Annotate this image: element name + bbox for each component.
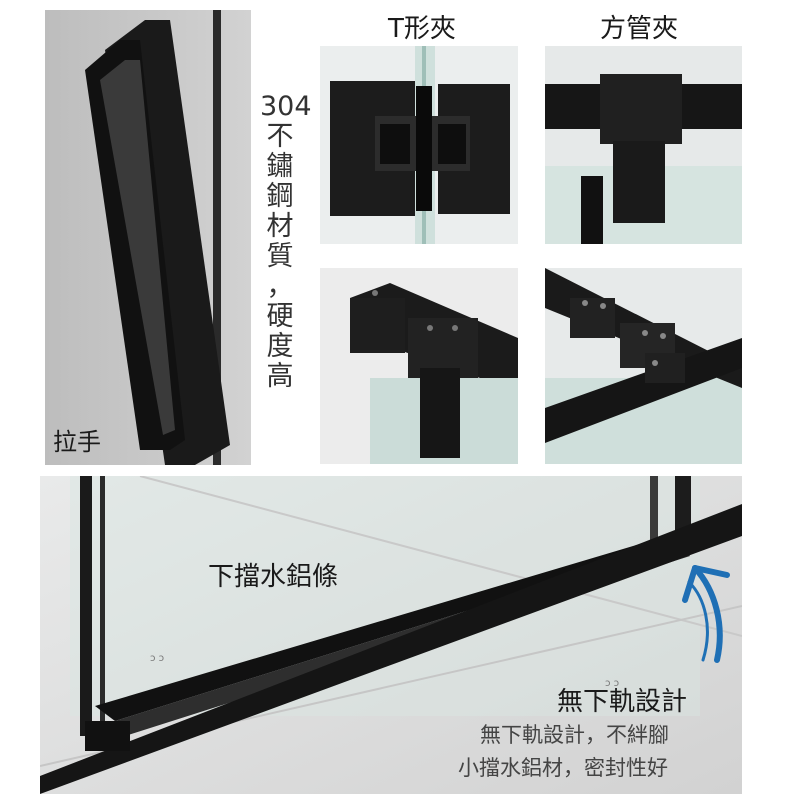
cross-clamp-photo [545, 268, 742, 464]
handle-label: 拉手 [53, 428, 101, 456]
handle-photo: 拉手 [45, 10, 251, 465]
material-line: 鏽 [266, 151, 294, 182]
svg-text:ɔ ɔ: ɔ ɔ [150, 653, 164, 664]
curved-arrow-icon [655, 530, 735, 665]
t-clamp-title: T形夾 [388, 14, 456, 44]
description-line-2: 小擋水鋁材，密封性好 [458, 756, 668, 780]
square-clamp-title: 方管夾 [600, 14, 679, 44]
svg-text:ɔ ɔ: ɔ ɔ [605, 678, 619, 689]
material-line: 質 [266, 241, 294, 272]
description-line-1: 無下軌設計，不絆腳 [480, 723, 669, 747]
material-description: 304 不 鏽 鋼 材 質 ， 硬 度 高 [260, 91, 312, 392]
material-line: 鋼 [266, 181, 294, 212]
water-strip-photo: ɔ ɔ ɔ ɔ [40, 476, 742, 794]
material-line: ， [266, 271, 294, 302]
square-clamp-photo [545, 46, 742, 244]
material-line: 材 [266, 211, 294, 242]
material-line: 304 [260, 91, 312, 122]
material-line: 度 [266, 331, 294, 362]
no-track-heading: 無下軌設計 [557, 687, 688, 717]
material-line: 高 [266, 361, 294, 392]
t-clamp-photo [320, 46, 518, 244]
material-line: 硬 [266, 301, 294, 332]
bottom-strip-label: 下擋水鋁條 [208, 562, 339, 592]
tube-clamp-photo [320, 268, 518, 464]
material-line: 不 [266, 121, 294, 152]
